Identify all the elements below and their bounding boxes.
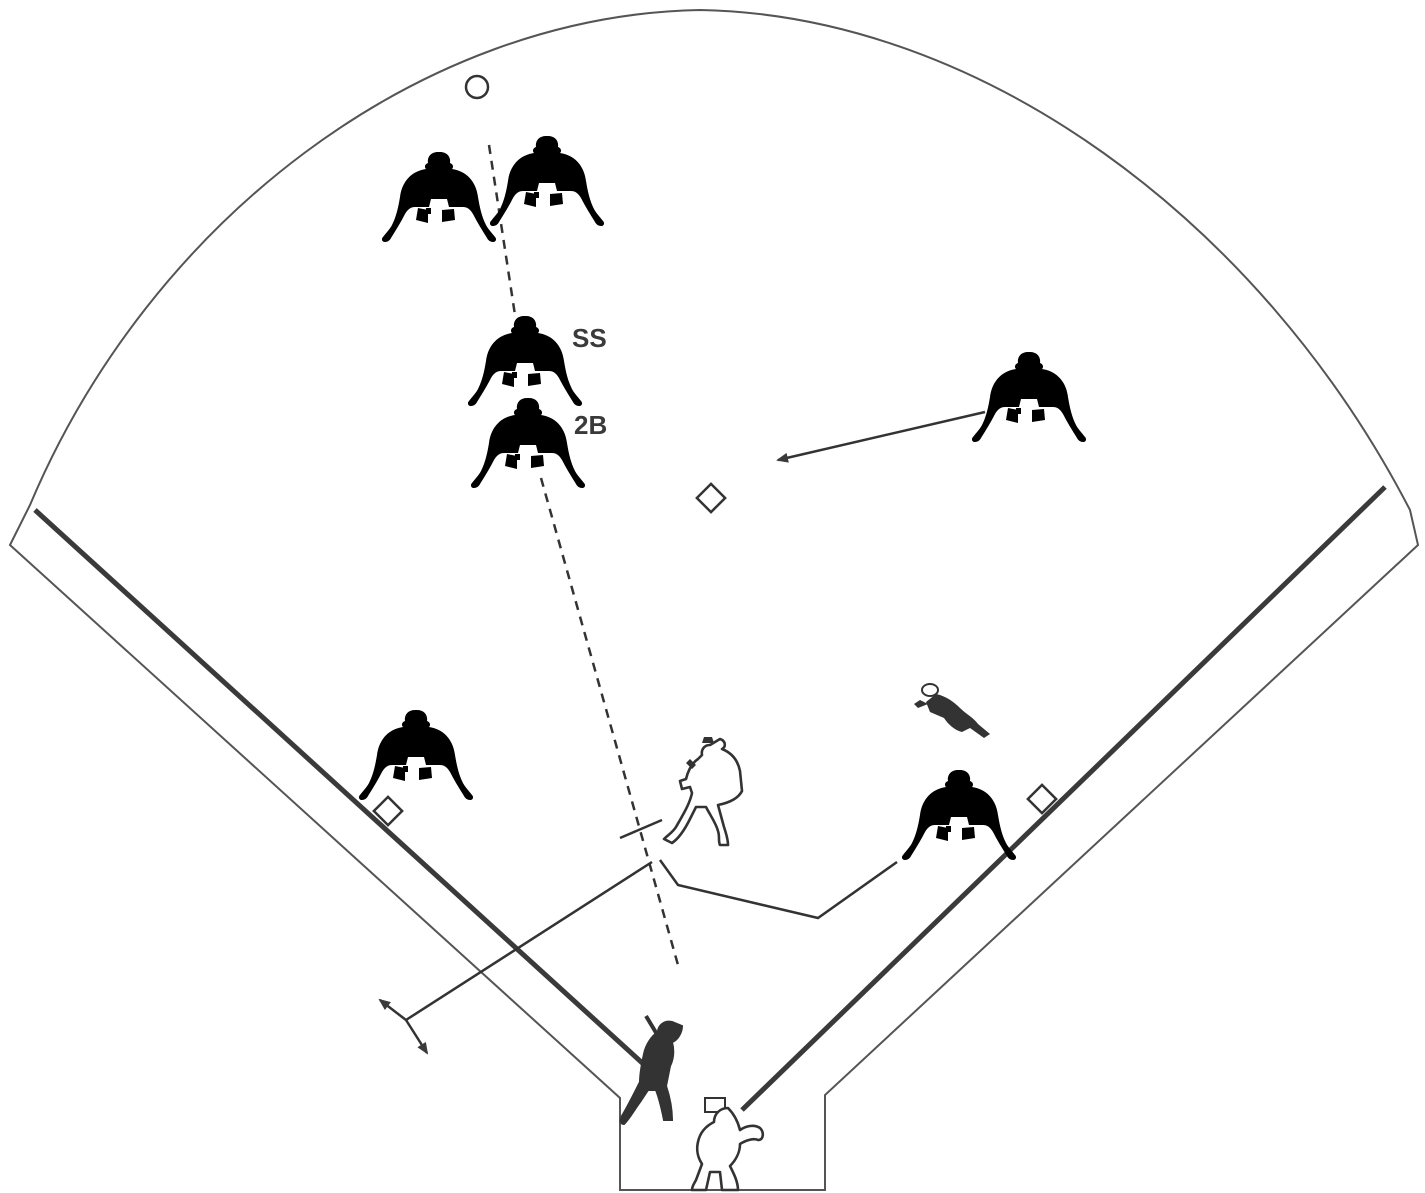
throw-arrow-down (406, 1020, 427, 1053)
ball-marker (466, 76, 488, 98)
label-2b: 2B (574, 410, 607, 440)
field-outline (10, 10, 1418, 1190)
label-ss: SS (572, 323, 607, 353)
throw-arrow-up (380, 1000, 406, 1020)
